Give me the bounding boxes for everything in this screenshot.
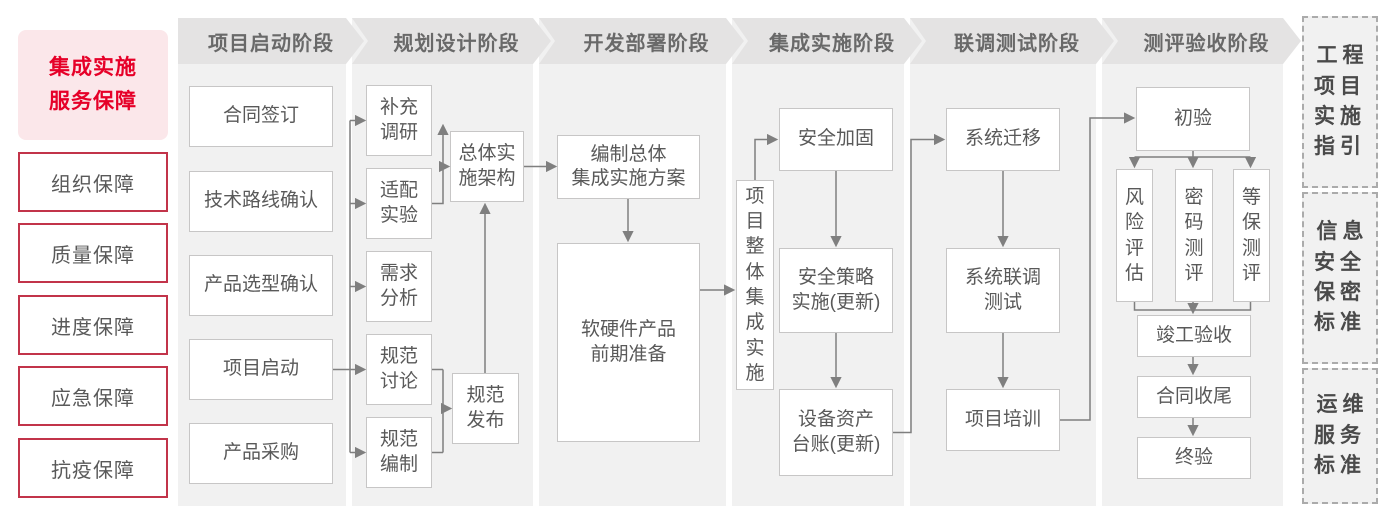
node-system-migration: 系统迁移: [946, 108, 1060, 171]
phase-header-integration-impl: 集成实施阶段: [732, 18, 922, 64]
standard-om-service: 运维 服务 标准: [1302, 368, 1378, 504]
node-crypto-evaluation: 密 码 测 评: [1175, 169, 1213, 302]
node-security-hardening: 安全加固: [779, 108, 893, 171]
node-hw-sw-preparation: 软硬件产品 前期准备: [557, 243, 700, 442]
node-product-selection-confirm: 产品选型确认: [189, 255, 333, 316]
node-requirement-analysis: 需求 分析: [366, 251, 432, 322]
node-project-kickoff: 项目启动: [189, 339, 333, 400]
phase-header-evaluation-acceptance: 测评验收阶段: [1102, 18, 1301, 64]
node-overall-integration-plan: 编制总体 集成实施方案: [557, 135, 700, 199]
phase-header-joint-testing: 联调测试阶段: [910, 18, 1114, 64]
node-asset-ledger-update: 设备资产 台账(更新): [779, 389, 893, 476]
phase-header-planning-design: 规划设计阶段: [352, 18, 551, 64]
sidebar-item-organization-guarantee: 组织保障: [18, 152, 168, 212]
node-product-procurement: 产品采购: [189, 423, 333, 484]
node-spec-release: 规范 发布: [452, 373, 519, 444]
sidebar-item-emergency-guarantee: 应急保障: [18, 366, 168, 426]
node-classified-protection-evaluation: 等 保 测 评: [1233, 169, 1270, 302]
sidebar-title: 集成实施 服务保障: [18, 30, 168, 140]
node-overall-integration-implementation: 项 目 整 体 集 成 实 施: [736, 180, 774, 390]
node-system-joint-testing: 系统联调 测试: [946, 248, 1060, 333]
node-overall-implementation-architecture: 总体实 施架构: [450, 131, 524, 202]
node-spec-discussion: 规范 讨论: [366, 334, 432, 405]
node-final-acceptance: 终验: [1137, 437, 1251, 479]
node-contract-signing: 合同签订: [189, 86, 333, 147]
node-project-training: 项目培训: [946, 389, 1060, 451]
node-contract-closure: 合同收尾: [1137, 376, 1251, 418]
sidebar-item-schedule-guarantee: 进度保障: [18, 295, 168, 355]
node-initial-acceptance: 初验: [1136, 87, 1250, 151]
node-supplementary-research: 补充 调研: [366, 85, 432, 156]
node-tech-route-confirm: 技术路线确认: [189, 171, 333, 232]
node-adaptation-experiment: 适配 实验: [366, 168, 432, 239]
sidebar-item-quality-guarantee: 质量保障: [18, 223, 168, 283]
standard-project-implementation-guide: 工程 项目 实施 指引: [1302, 16, 1378, 188]
phase-header-project-kickoff: 项目启动阶段: [178, 18, 364, 64]
node-spec-drafting: 规范 编制: [366, 417, 432, 488]
sidebar-item-epidemic-guarantee: 抗疫保障: [18, 438, 168, 498]
node-completion-acceptance: 竣工验收: [1137, 315, 1251, 357]
phase-header-dev-deploy: 开发部署阶段: [539, 18, 744, 64]
standard-info-security-confidentiality: 信息 安全 保密 标准: [1302, 192, 1378, 364]
node-risk-assessment: 风 险 评 估: [1116, 169, 1153, 302]
node-security-policy-implementation: 安全策略 实施(更新): [779, 248, 893, 333]
